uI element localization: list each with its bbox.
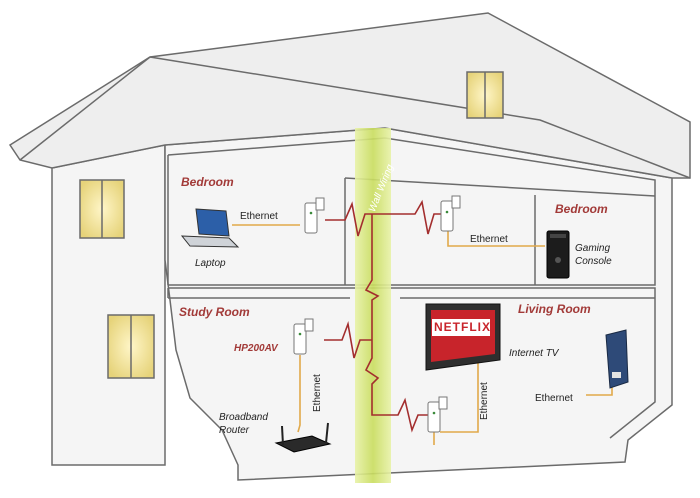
gaming-console-label: Gaming Console xyxy=(575,243,612,267)
internet-tv-label: Internet TV xyxy=(509,348,559,359)
ethernet-label-tv: Ethernet xyxy=(479,382,490,420)
gaming-console-icon xyxy=(546,230,570,279)
window-left-bottom xyxy=(107,314,155,379)
powerline-wiring xyxy=(324,199,452,433)
window-attic xyxy=(466,71,504,119)
broadband-router-icon xyxy=(274,422,332,453)
ethernet-label-living-room: Ethernet xyxy=(535,393,573,404)
adapter-living-room xyxy=(427,396,448,433)
wall-wiring-column xyxy=(355,128,391,483)
windows xyxy=(79,71,504,379)
room-label-bedroom-right: Bedroom xyxy=(555,202,608,216)
hp200av-label: HP200AV xyxy=(234,343,278,354)
front-facade xyxy=(164,127,673,481)
interior-frame xyxy=(167,137,656,439)
laptop-icon xyxy=(180,208,240,248)
broadband-router-label: Broadband Router xyxy=(219,412,268,436)
living-room-device-icon xyxy=(605,329,629,389)
laptop-label: Laptop xyxy=(195,258,226,269)
room-label-bedroom-left: Bedroom xyxy=(181,175,234,189)
room-label-living-room: Living Room xyxy=(518,302,591,316)
internet-tv-icon xyxy=(425,303,501,371)
roof-ridge xyxy=(149,56,691,179)
ethernet-label-laptop: Ethernet xyxy=(240,211,278,222)
window-left-top xyxy=(79,179,125,239)
adapter-bedroom-right xyxy=(440,195,461,232)
house-outline xyxy=(8,12,691,481)
adapter-study-hp200av xyxy=(293,318,314,355)
room-label-study-room: Study Room xyxy=(179,305,250,319)
ethernet-label-router: Ethernet xyxy=(312,374,323,412)
roof xyxy=(8,12,691,179)
roof-edge xyxy=(19,56,151,161)
ethernet-label-bedroom-right: Ethernet xyxy=(470,234,508,245)
netflix-logo-text: NETFLIX xyxy=(434,320,491,334)
adapter-bedroom-left xyxy=(304,197,325,234)
